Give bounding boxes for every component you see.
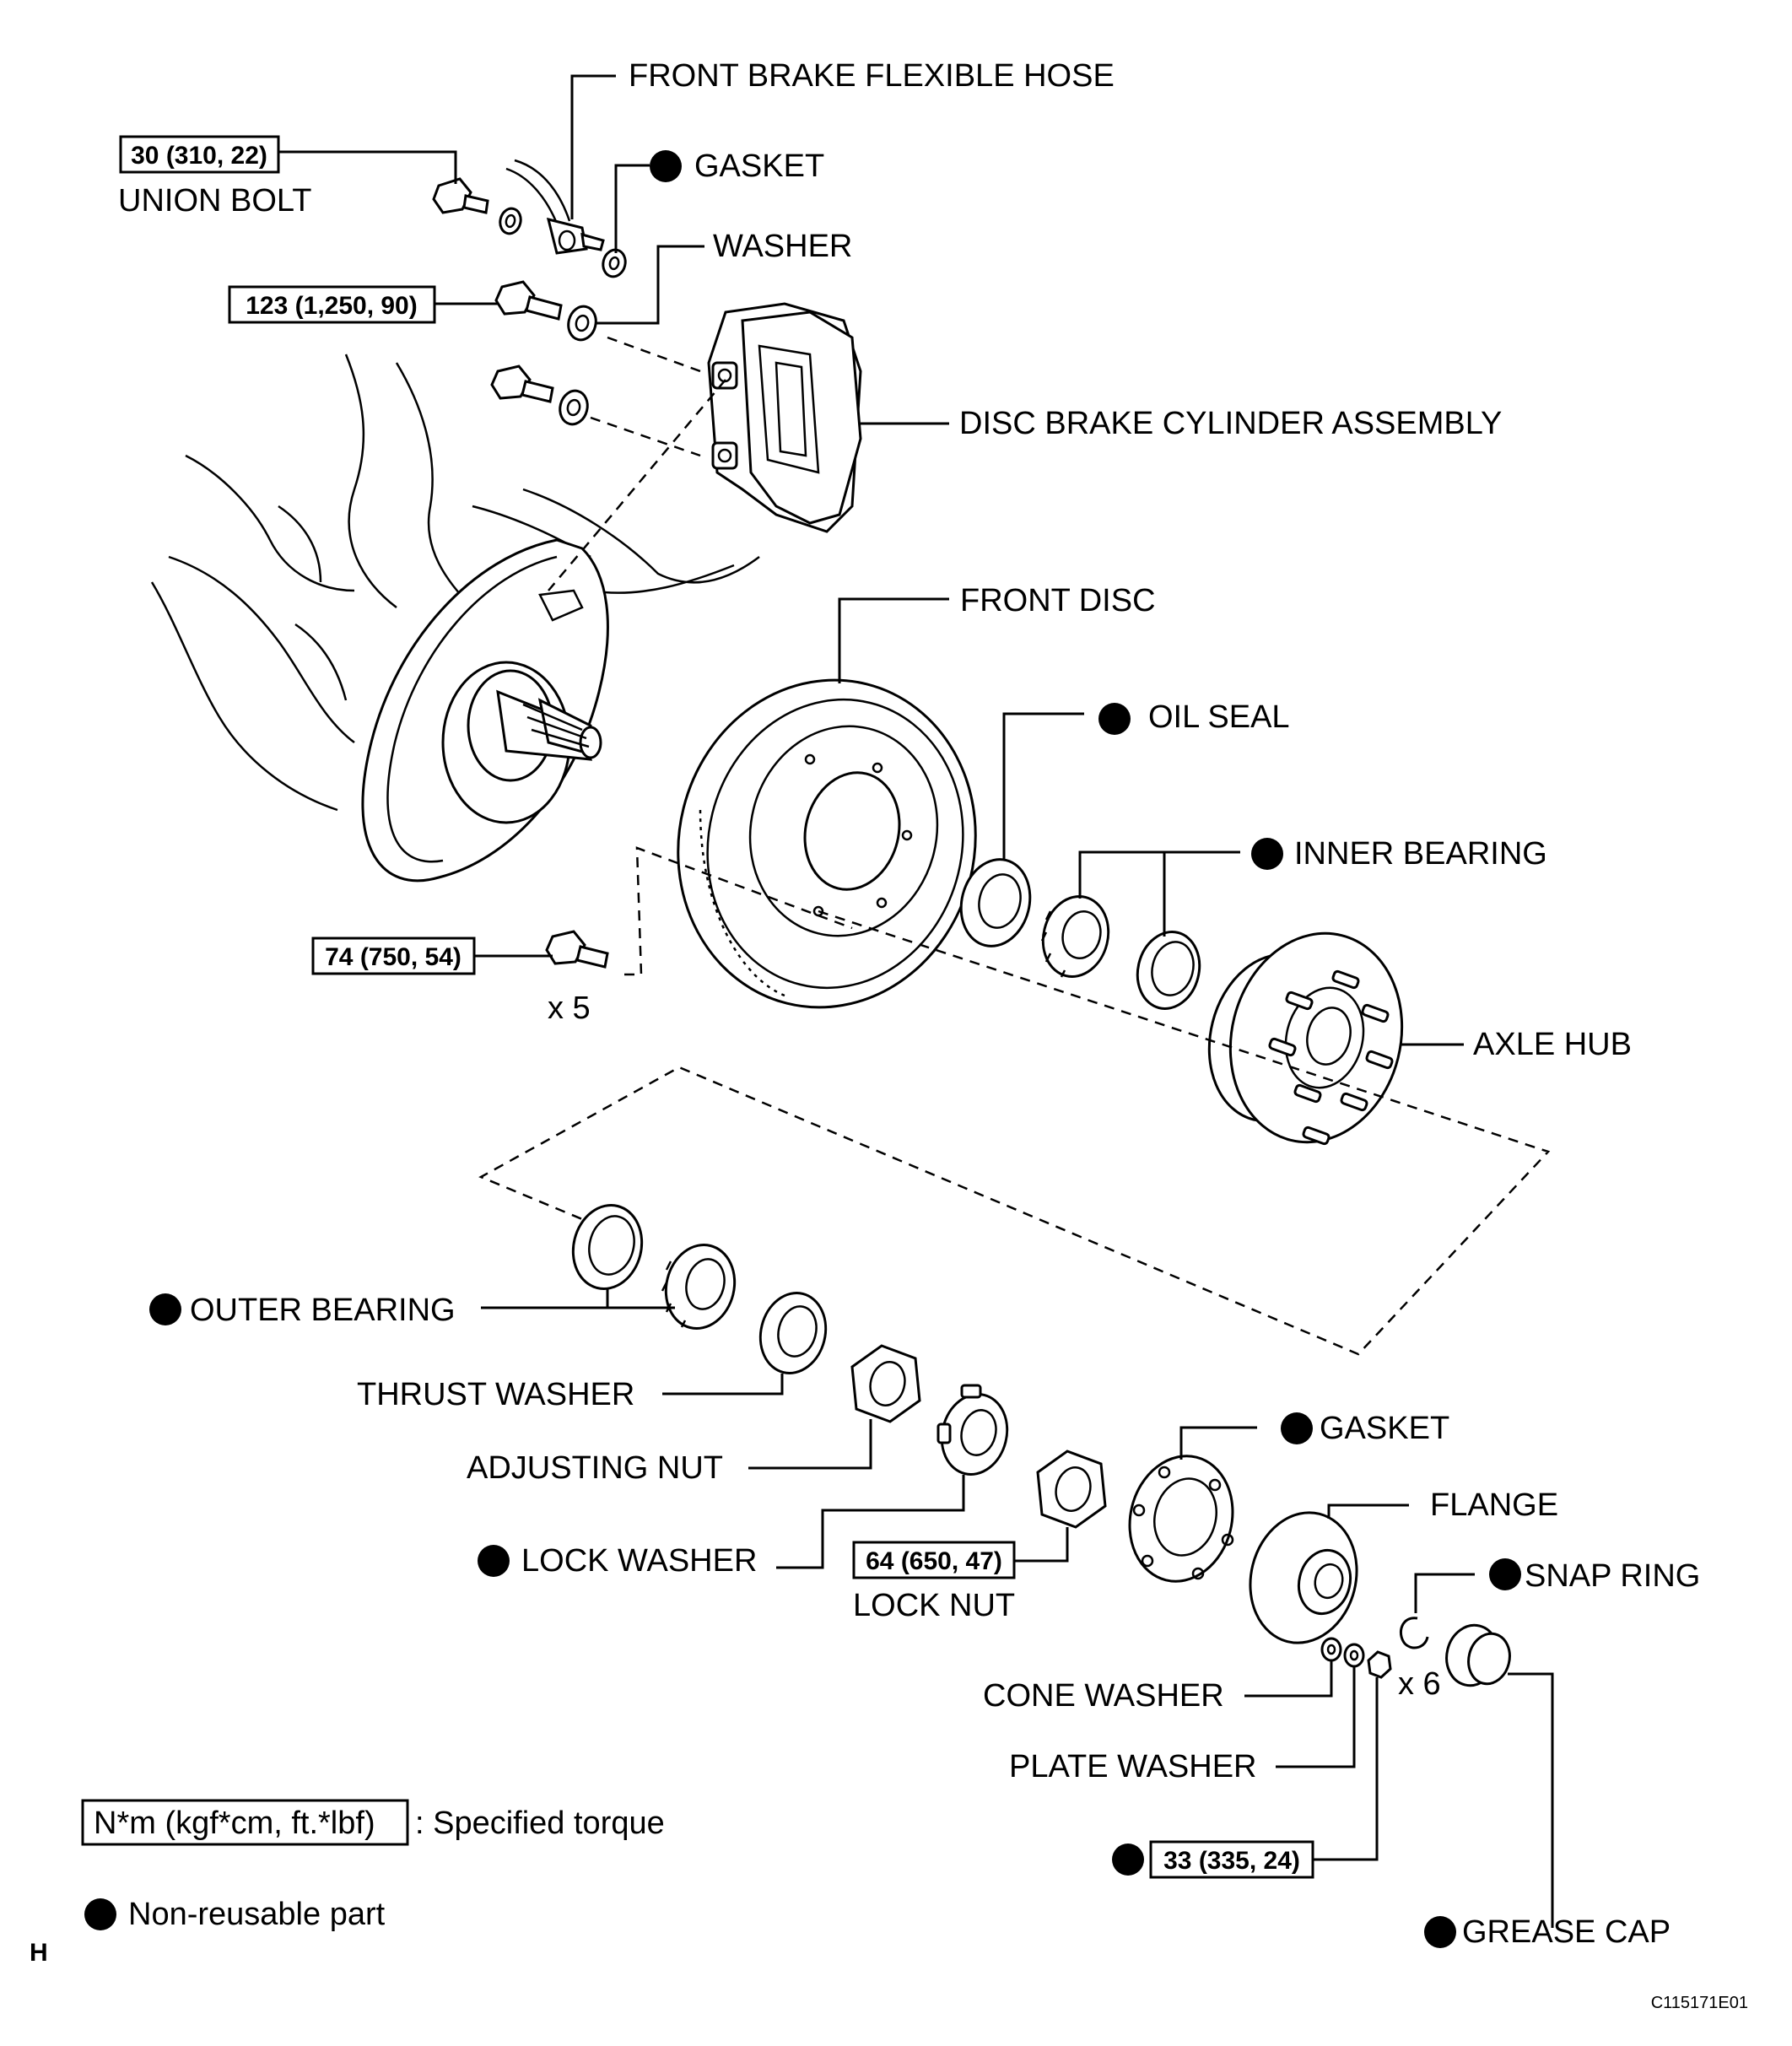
label-thrust-washer: THRUST WASHER	[357, 1377, 634, 1412]
flange-drawing	[1249, 1511, 1358, 1644]
torque-flange-nut: 33 (335, 24)	[1163, 1847, 1300, 1875]
label-washer: WASHER	[713, 229, 852, 264]
non-reusable-bullet-outer-bearing	[149, 1293, 181, 1325]
non-reusable-bullet-inner-bearing	[1251, 838, 1283, 870]
torque-box-caliper-bolt	[228, 285, 436, 324]
legend-torque-box	[81, 1799, 409, 1846]
leader-lines	[278, 74, 1554, 1928]
label-snap-ring: SNAP RING	[1525, 1558, 1700, 1594]
plate-washer-drawing	[1343, 1643, 1365, 1668]
label-grease-cap: GREASE CAP	[1462, 1914, 1671, 1950]
label-outer-bearing: OUTER BEARING	[190, 1293, 456, 1328]
torque-box-flange-nut	[1149, 1840, 1314, 1879]
label-axle-hub: AXLE HUB	[1473, 1027, 1632, 1062]
flange-nut-drawing	[1367, 1650, 1392, 1679]
disc-bolt-drawing	[545, 930, 609, 969]
label-plate-washer: PLATE WASHER	[1009, 1749, 1257, 1784]
label-union-bolt: UNION BOLT	[118, 183, 311, 219]
label-front-brake-flexible-hose: FRONT BRAKE FLEXIBLE HOSE	[629, 58, 1115, 94]
grease-cap-drawing	[1445, 1623, 1511, 1687]
torque-box-lock-nut	[852, 1541, 1016, 1579]
label-flange: FLANGE	[1430, 1487, 1558, 1523]
outer-bearing-cone-drawing	[661, 1244, 737, 1330]
label-disc-brake-cylinder-assembly: DISC BRAKE CYLINDER ASSEMBLY	[959, 406, 1502, 441]
torque-union-bolt: 30 (310, 22)	[131, 142, 267, 170]
dust-cover	[361, 538, 609, 883]
thrust-washer-drawing	[758, 1292, 828, 1374]
non-reusable-bullet-grease-cap	[1424, 1916, 1456, 1948]
legend-non-reusable-text: Non-reusable part	[128, 1897, 386, 1932]
caliper-bolt-lower-drawing	[490, 364, 554, 403]
label-lock-washer: LOCK WASHER	[521, 1543, 757, 1579]
non-reusable-bullet-snap-ring	[1489, 1558, 1521, 1590]
torque-caliper-bolt: 123 (1,250, 90)	[246, 292, 417, 320]
non-reusable-bullet-flange-nut	[1112, 1844, 1144, 1876]
label-front-disc: FRONT DISC	[960, 583, 1156, 618]
cone-washer-drawing	[1320, 1637, 1342, 1662]
torque-box-disc-bolt	[311, 937, 476, 975]
label-oil-seal: OIL SEAL	[1148, 699, 1290, 735]
inner-bearing-cone-drawing	[1040, 895, 1110, 978]
label-x5: x 5	[548, 991, 591, 1026]
label-inner-bearing: INNER BEARING	[1294, 836, 1547, 872]
outer-bearing-cup-drawing	[571, 1204, 644, 1290]
inner-bearing-cup-drawing	[1136, 931, 1201, 1010]
legend: N*m (kgf*cm, ft.*lbf) : Specified torque…	[81, 1799, 665, 1932]
torque-box-union-bolt	[119, 135, 280, 174]
axle-hub-drawing	[1207, 931, 1404, 1146]
front-brake-flexible-hose-drawing	[505, 159, 605, 255]
legend-torque-unit: N*m (kgf*cm, ft.*lbf)	[94, 1806, 375, 1841]
union-bolt-drawing	[432, 177, 489, 214]
torque-lock-nut: 64 (650, 47)	[866, 1547, 1002, 1575]
non-reusable-bullet-gasket-top	[650, 150, 682, 182]
lock-nut-drawing	[1036, 1449, 1107, 1529]
legend-non-reusable-bullet	[84, 1898, 116, 1930]
torque-disc-bolt: 74 (750, 54)	[325, 943, 461, 971]
assembly-dashed-lines	[478, 336, 1551, 1356]
adjusting-nut-drawing	[850, 1344, 921, 1423]
washer-lower-drawing	[559, 389, 589, 426]
lock-washer-drawing	[936, 1384, 1009, 1476]
label-x6: x 6	[1398, 1666, 1441, 1702]
label-gasket-top: GASKET	[694, 148, 824, 184]
disc-brake-cylinder-assembly-drawing	[707, 302, 862, 533]
gasket-top-drawing	[602, 248, 627, 278]
caliper-bolt-upper-drawing	[494, 280, 563, 321]
gasket-lower-drawing	[1128, 1455, 1234, 1583]
union-gasket-drawing	[499, 207, 522, 235]
washer-upper-drawing	[567, 305, 597, 342]
oil-seal-drawing	[959, 858, 1032, 947]
steering-knuckle-drawing	[150, 354, 760, 812]
corner-mark: H	[30, 1939, 48, 1967]
label-cone-washer: CONE WASHER	[983, 1678, 1224, 1714]
label-adjusting-nut: ADJUSTING NUT	[467, 1450, 723, 1486]
non-reusable-bullet-lock-washer	[478, 1545, 510, 1577]
label-gasket-lower: GASKET	[1320, 1411, 1449, 1446]
label-lock-nut: LOCK NUT	[853, 1588, 1015, 1623]
figure-code: C115171E01	[1651, 1994, 1748, 2012]
non-reusable-bullet-oil-seal	[1098, 703, 1131, 735]
front-disc-drawing	[677, 678, 977, 1009]
legend-torque-desc: : Specified torque	[415, 1806, 665, 1841]
non-reusable-bullet-gasket-lower	[1281, 1412, 1313, 1444]
snap-ring-drawing	[1400, 1617, 1429, 1649]
